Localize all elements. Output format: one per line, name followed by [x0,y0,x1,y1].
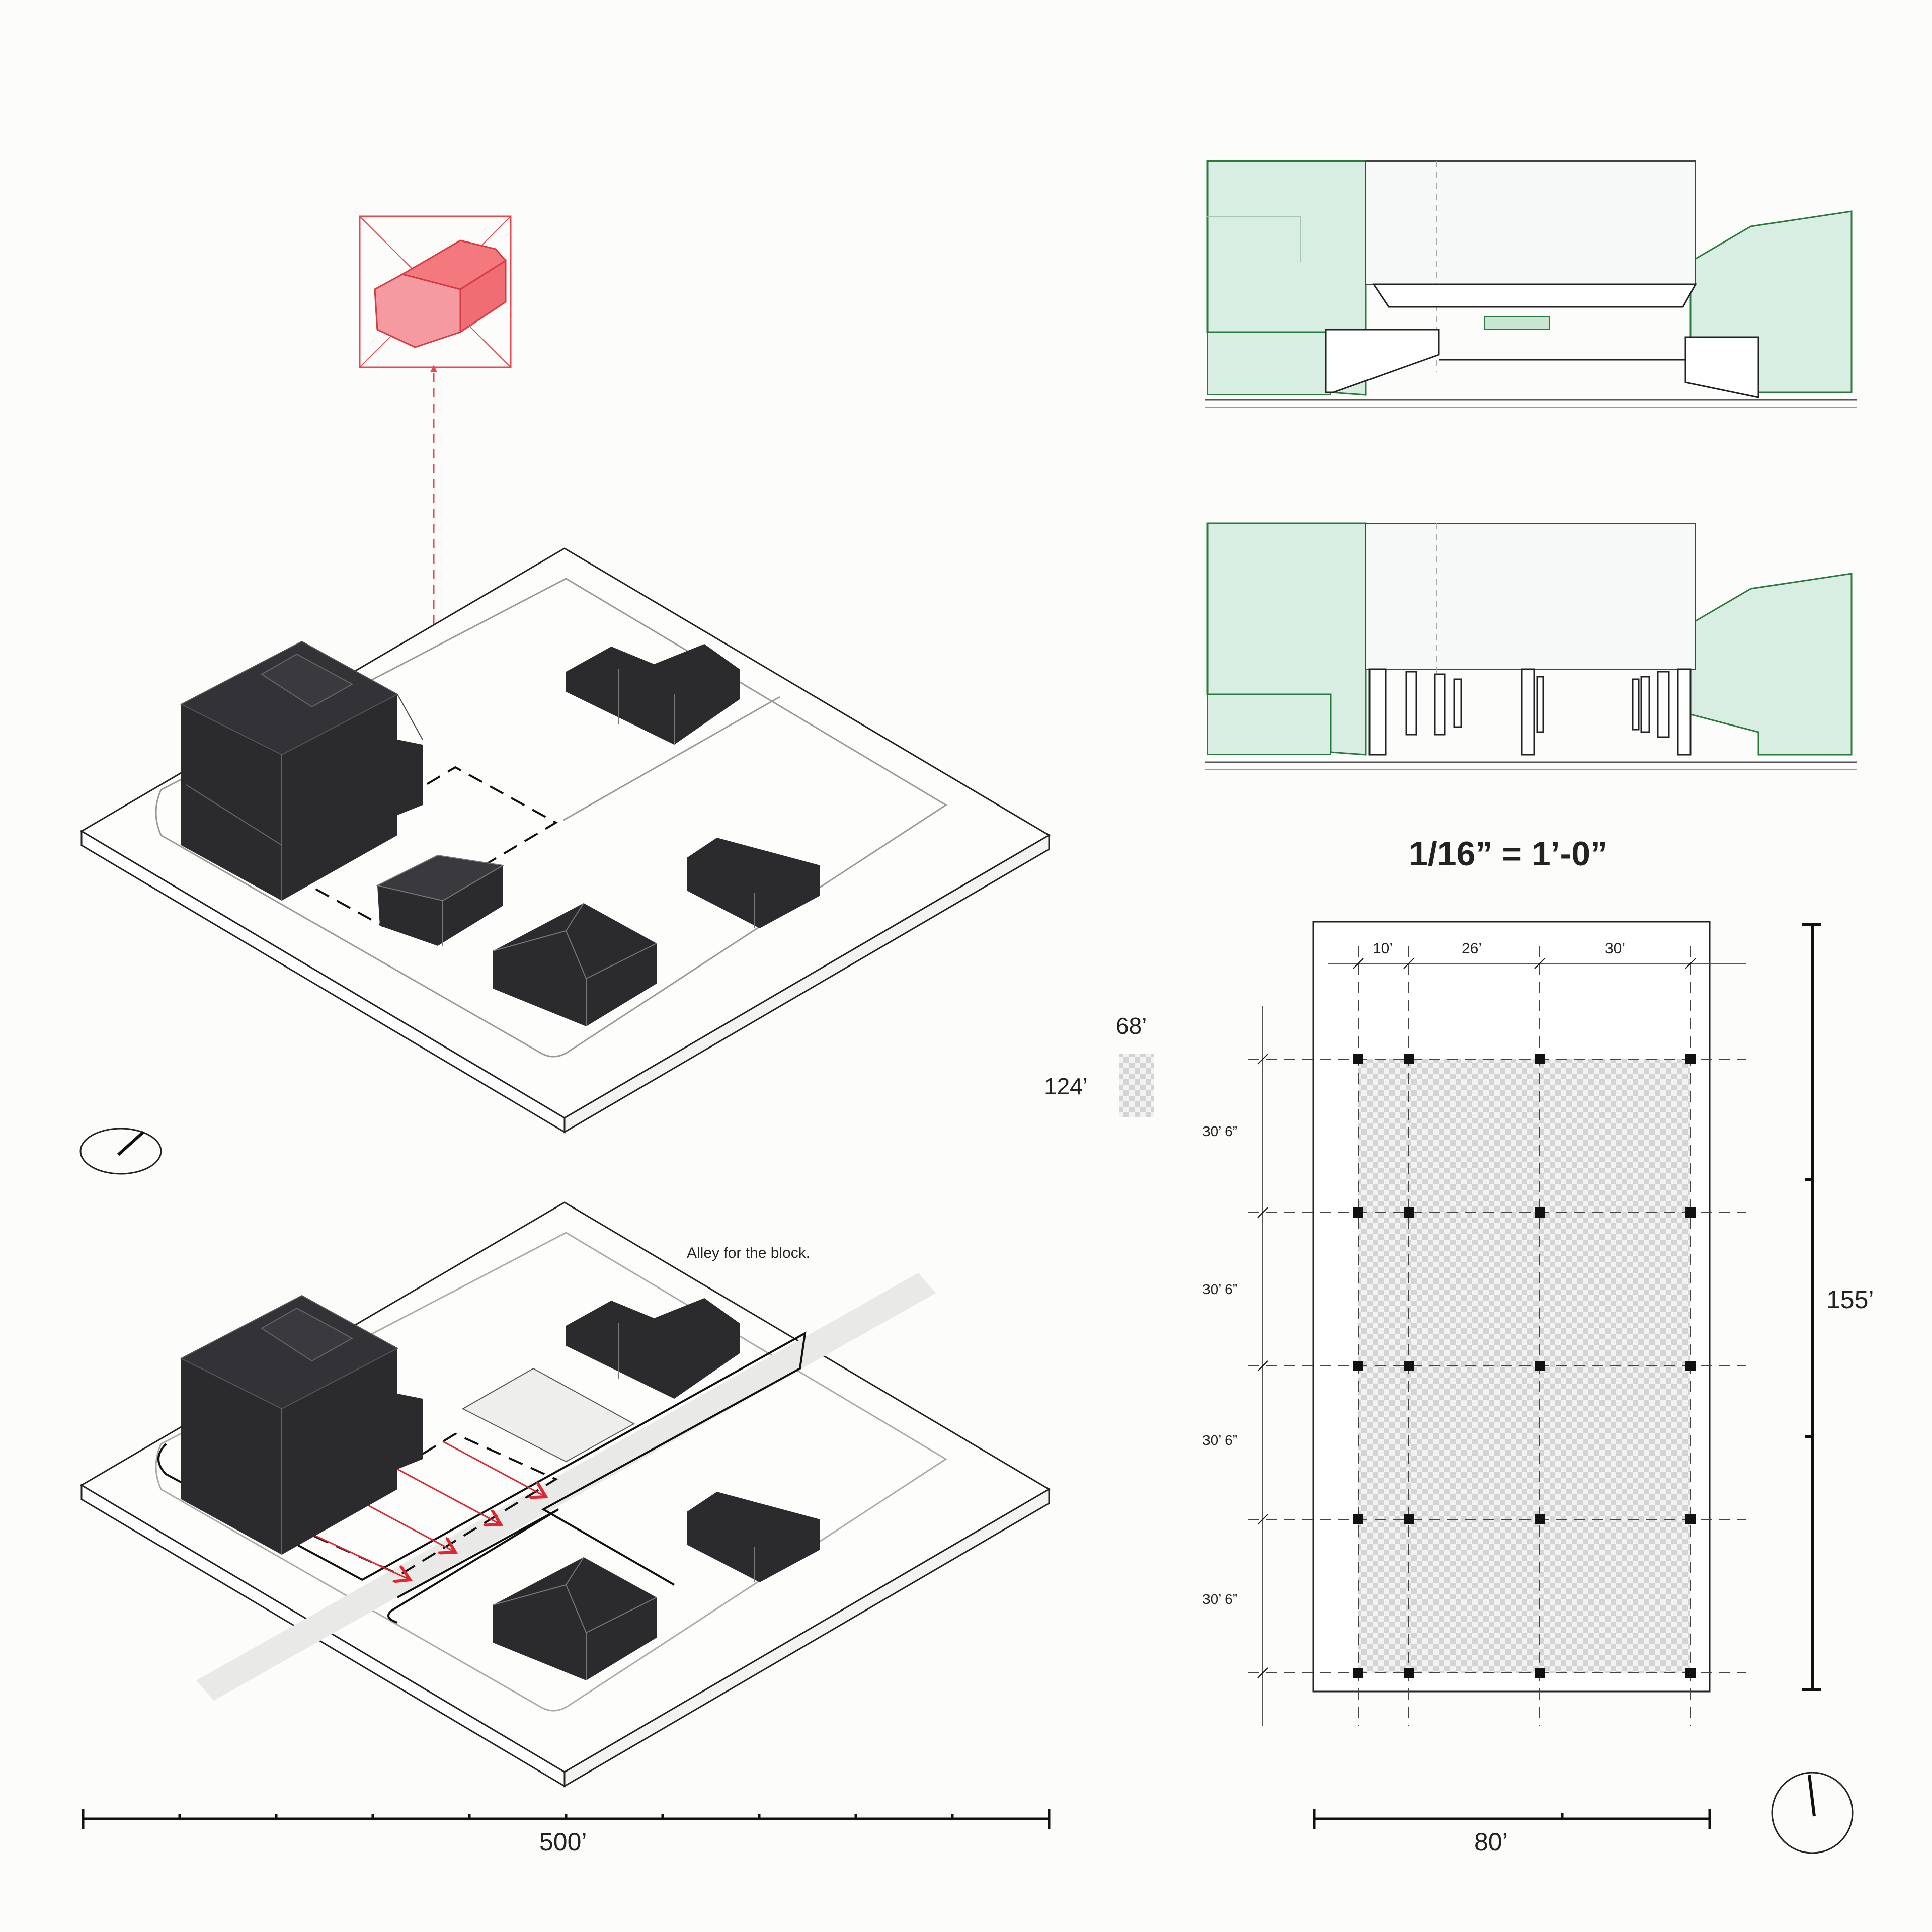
apartment-building-block-proposed [180,1295,423,1555]
site-axonometric-proposed [80,1201,1051,1788]
street-section-columns [1205,522,1857,770]
site-axonometric-existing [80,547,1051,1134]
lot-depth-label: 124’ [1044,1073,1088,1099]
site-scale-bar [82,1809,1051,1829]
bay-depth-4: 30’ 6” [1202,1591,1237,1607]
bay-depth-1: 30’ 6” [1202,1123,1237,1139]
bay-width-1: 10’ [1373,940,1393,957]
structural-grid-plan [1248,921,1746,1726]
bay-depth-3: 30’ 6” [1202,1432,1237,1448]
drawing-scale-note: 1/16” = 1’-0” [1409,835,1607,873]
house-northeast [566,644,740,745]
bay-width-3: 30’ [1605,940,1625,957]
demolished-house-icon [374,239,507,348]
plan-scale-bar [1313,1809,1711,1829]
street-section-canopy [1205,160,1857,408]
lot-swatch [1119,1054,1154,1117]
house-east-proposed [687,1492,820,1582]
north-arrow-icon [1771,1772,1854,1854]
house-south-hip-roof-proposed [493,1557,657,1680]
house-northeast-proposed [566,1298,740,1399]
house-south-hip-roof [493,903,657,1026]
house-east [687,838,820,928]
total-depth-label: 155’ [1826,1285,1874,1314]
bay-depth-2: 30’ 6” [1202,1281,1237,1297]
lot-width-label: 68’ [1116,1013,1147,1039]
alley-label: Alley for the block. [687,1245,810,1261]
site-scale-label: 500’ [539,1828,587,1856]
apartment-building-block [180,640,423,901]
existing-house-on-lot [376,854,505,946]
total-depth-dimension [1802,923,1821,1691]
alley-band [196,1273,936,1701]
north-arrow-icon [79,1128,162,1175]
plan-scale-label: 80’ [1474,1828,1508,1856]
bay-width-2: 26’ [1462,940,1482,957]
